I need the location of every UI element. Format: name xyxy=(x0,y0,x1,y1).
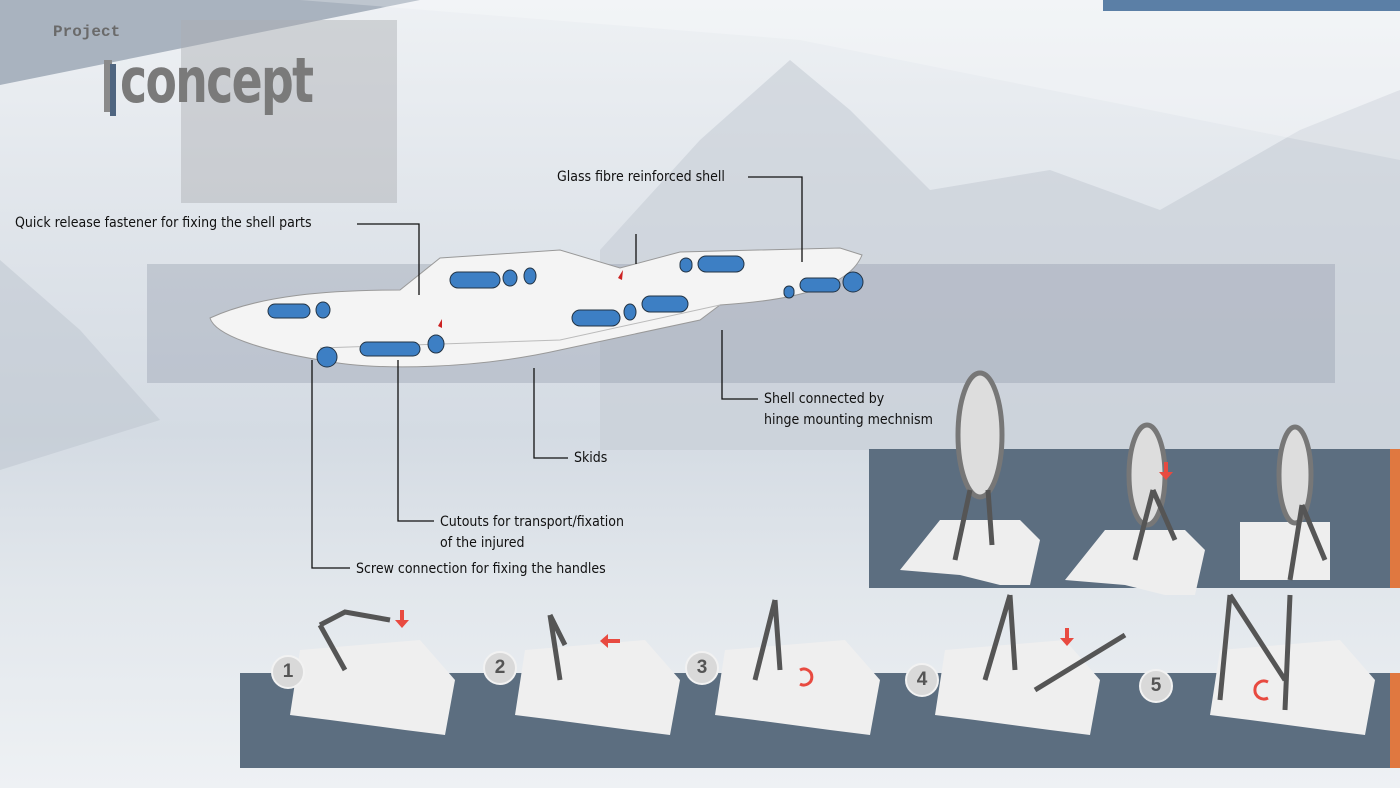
step-5-badge: 5 xyxy=(1139,669,1173,703)
callout-cutouts-line2: of the injured xyxy=(440,535,525,551)
step-4-badge: 4 xyxy=(905,663,939,697)
page-title: concept xyxy=(120,44,314,117)
callout-cutouts-line1: Cutouts for transport/fixation xyxy=(440,514,624,530)
callout-skids: Skids xyxy=(574,450,608,466)
callout-hinge-line1: Shell connected by xyxy=(764,391,885,407)
orange-accent xyxy=(1390,673,1400,768)
orange-accent xyxy=(1390,449,1400,588)
callout-screw: Screw connection for fixing the handles xyxy=(356,561,606,577)
handle-steps xyxy=(290,593,1375,735)
top-accent-bar xyxy=(1103,0,1400,11)
title-bar-accent xyxy=(110,64,116,116)
step-1-badge: 1 xyxy=(271,655,305,689)
callout-fastener: Quick release fastener for fixing the sh… xyxy=(15,215,312,231)
step-2-badge: 2 xyxy=(483,651,517,685)
callout-hinge-line2: hinge mounting mechnism xyxy=(764,412,933,428)
shell-illustration xyxy=(209,247,864,368)
wheel-steps xyxy=(900,370,1330,595)
page-kicker: Project xyxy=(53,23,121,41)
callout-lines xyxy=(311,176,803,569)
step-3-badge: 3 xyxy=(685,651,719,685)
callout-shell: Glass fibre reinforced shell xyxy=(557,169,725,185)
title-backdrop xyxy=(181,20,397,203)
title-bar xyxy=(104,60,112,112)
